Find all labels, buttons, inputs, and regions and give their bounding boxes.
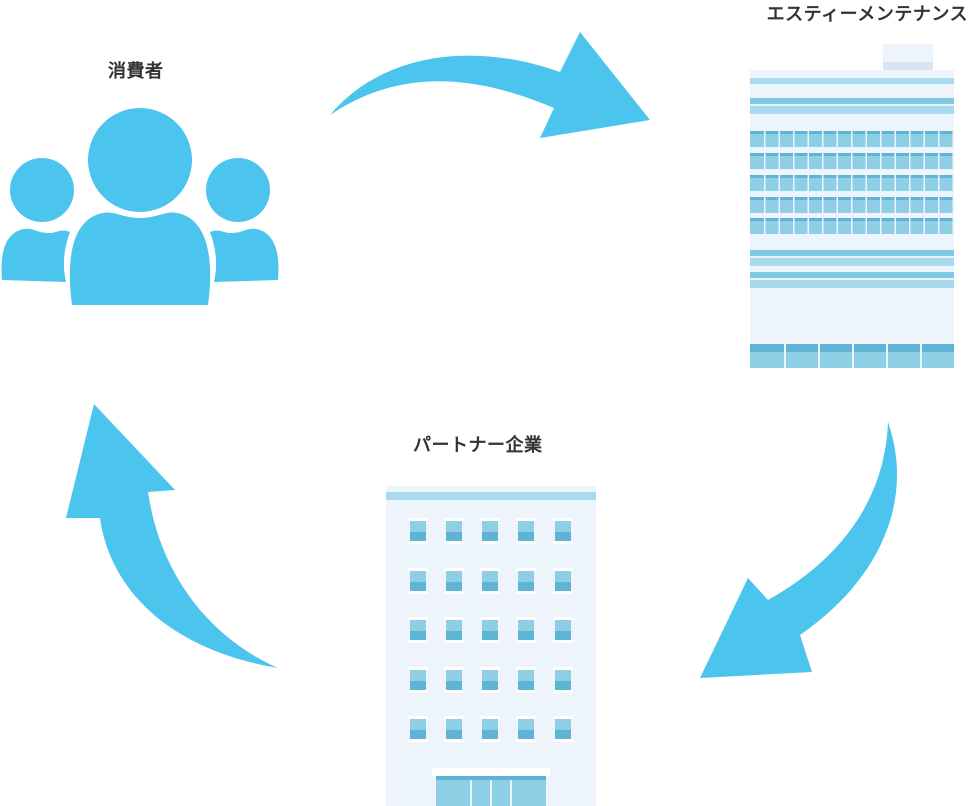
office-tower-icon <box>750 44 954 368</box>
arrow-partner-to-consumers <box>66 404 278 668</box>
people-group-icon <box>1 108 279 305</box>
arrow-consumers-to-company <box>330 32 650 138</box>
office-building-icon <box>386 486 596 806</box>
consumers-label: 消費者 <box>108 61 164 82</box>
partner-label: パートナー企業 <box>413 435 543 456</box>
arrow-company-to-partner <box>700 422 898 678</box>
company-label: エスティーメンテナンス <box>766 4 968 25</box>
